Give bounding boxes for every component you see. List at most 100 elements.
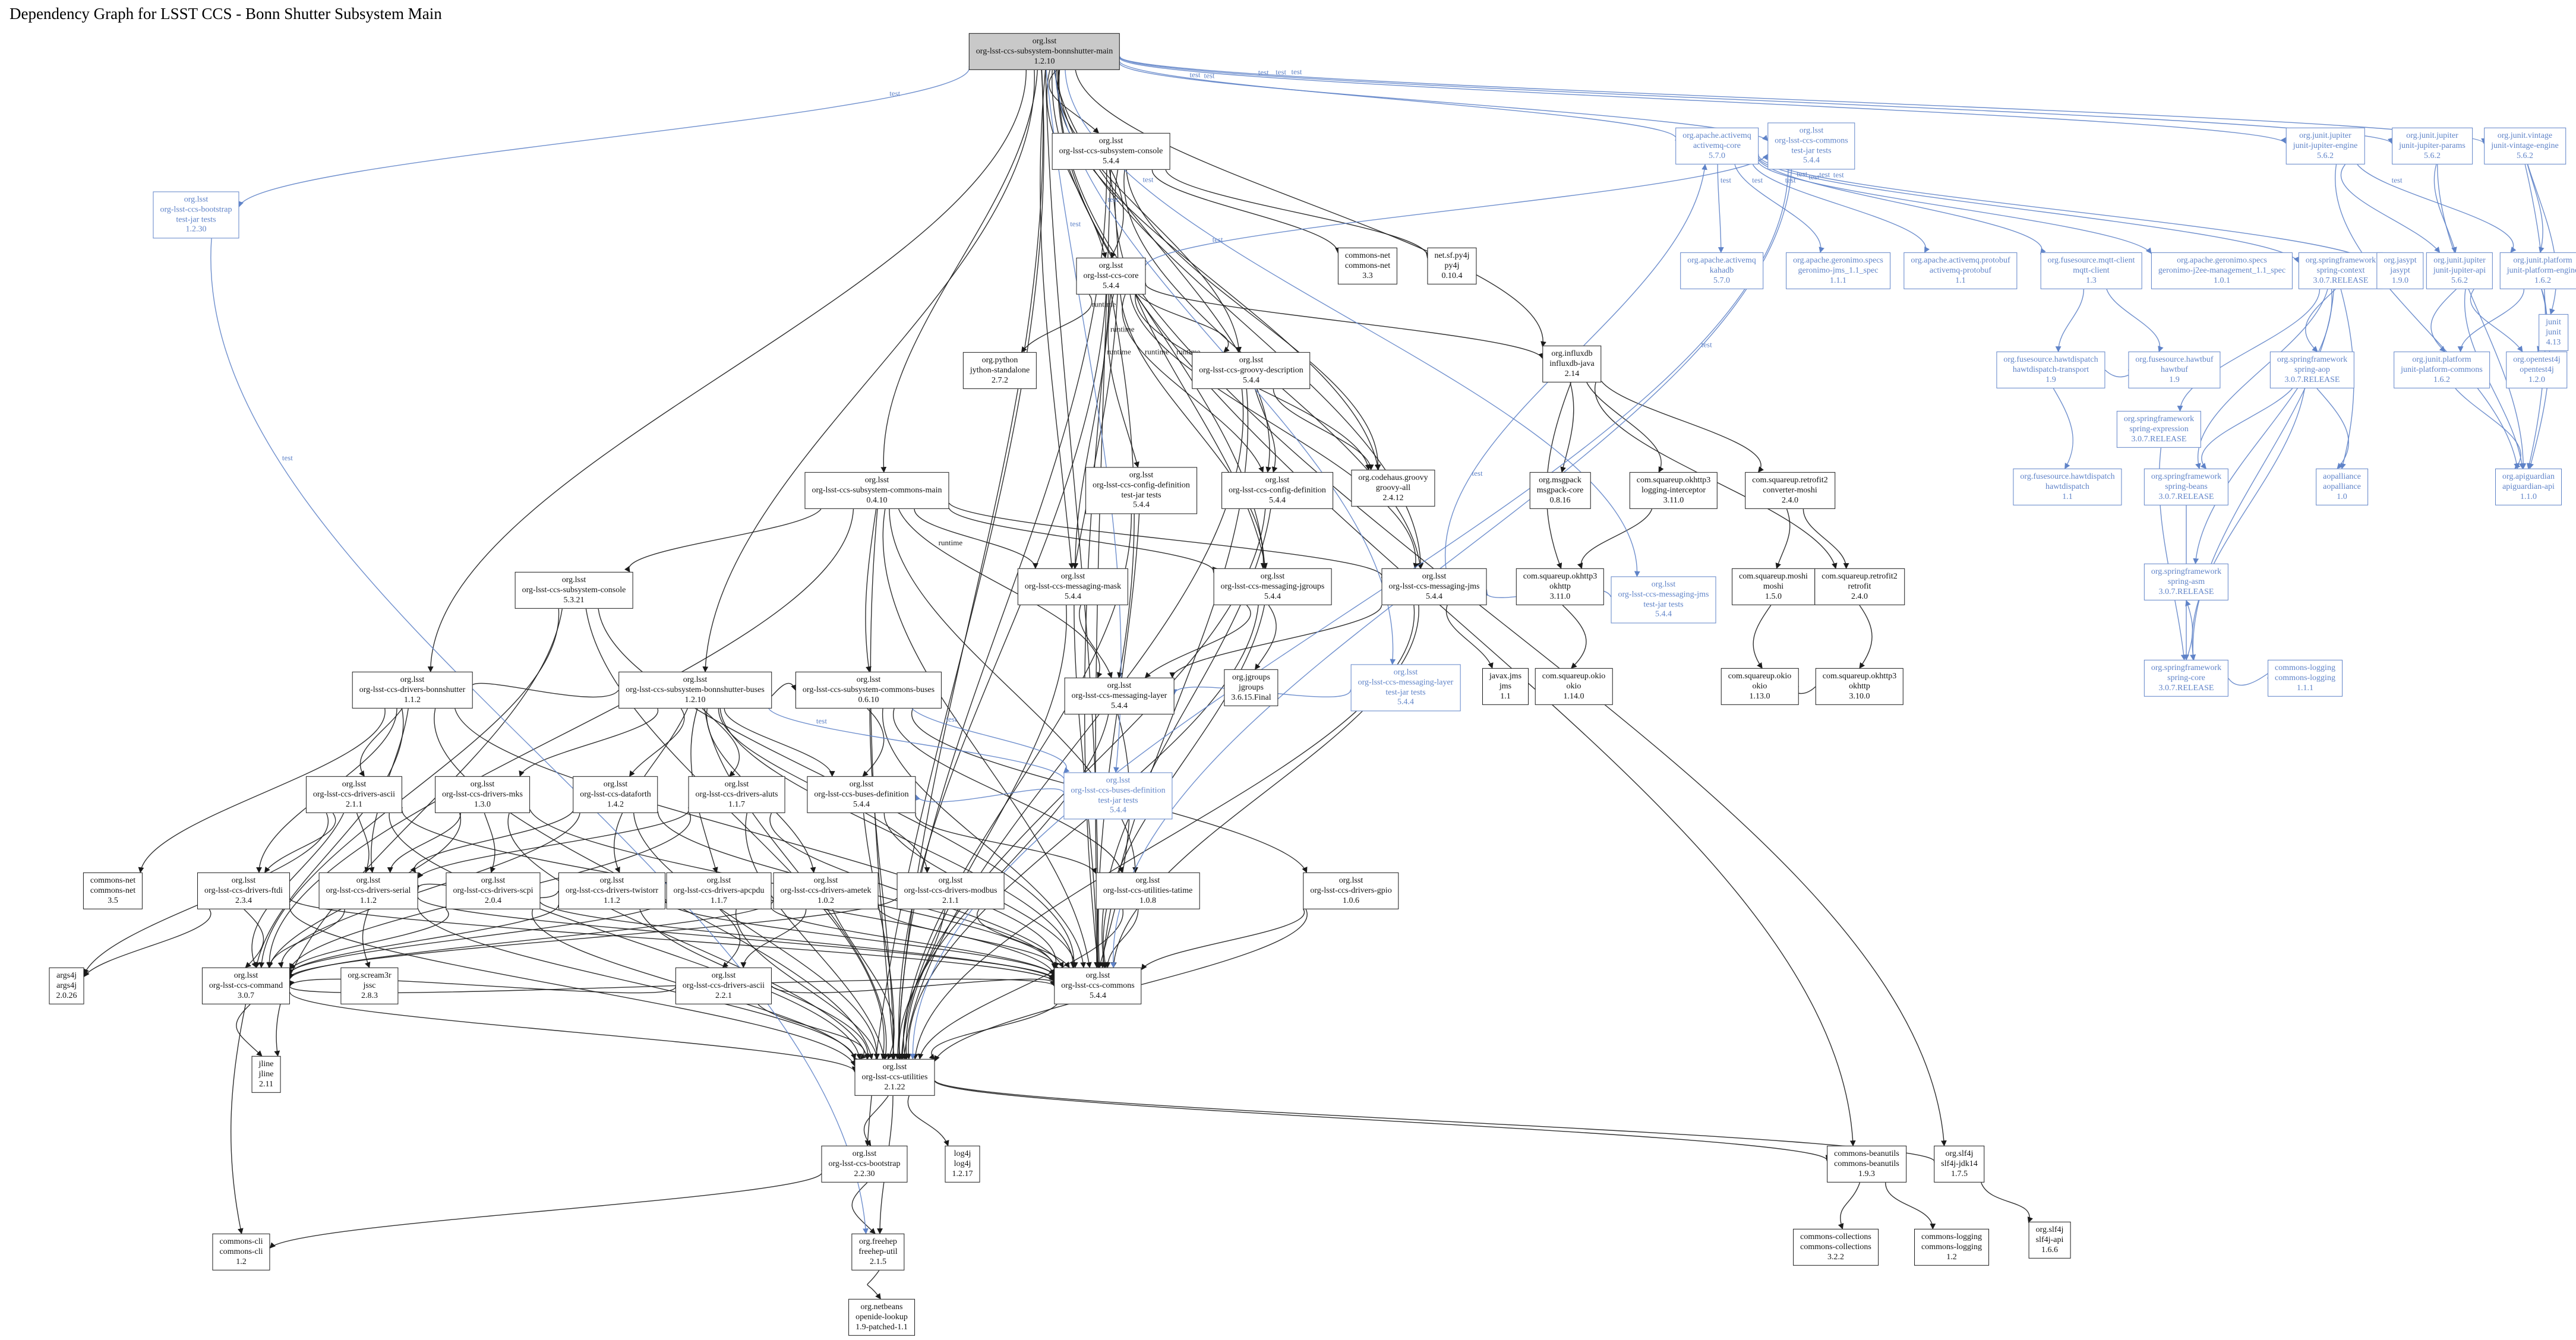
node-label-line: 5.4.4 <box>1397 697 1414 707</box>
edge-label-test: test <box>1070 219 1081 228</box>
edge-slf4j-jdk14-to-slf4j-api <box>1981 1182 2034 1224</box>
edge-drv-bonnshutter-to-commons <box>454 708 1060 968</box>
edge-subsys-console-544-to-groovy-all <box>1126 169 1381 470</box>
node-label-line: org-lsst-ccs-drivers-modbus <box>904 886 997 895</box>
node-label-line: 2.4.0 <box>1851 592 1868 601</box>
node-label-line: 3.0.7.RELEASE <box>2131 434 2187 444</box>
node-label-line: 1.3 <box>2086 276 2097 285</box>
edge-subsys-bonnbuses-to-drv-mks <box>519 708 658 777</box>
edge-subsys-commons-main-to-subsys-commons-buses <box>865 508 877 672</box>
edge-label-test: test <box>1701 340 1712 349</box>
edge-drv-apcpdu-to-commons <box>770 903 1055 976</box>
node-label-line: 5.7.0 <box>1713 276 1730 285</box>
edge-label-runtime: runtime <box>1145 347 1169 356</box>
edge-vintage-engine-to-junit4 <box>2527 164 2557 315</box>
node-label-line: slf4j-api <box>2035 1235 2064 1244</box>
edge-drv-bonnshutter-to-drv-ascii-211 <box>359 708 403 777</box>
node-label-line: org.lsst <box>1260 571 1285 581</box>
node-label-line: 1.0.1 <box>2213 276 2230 285</box>
node-label-line: spring-beans <box>2165 482 2208 491</box>
node-label-line: test-jar tests <box>1643 600 1684 609</box>
node-label-line: 5.4.4 <box>1064 592 1081 601</box>
edge-moshi-to-okio-113 <box>1753 605 1772 669</box>
node-label-line: org-lsst-ccs-messaging-layer <box>1358 678 1454 687</box>
node-label-line: org-lsst-ccs-subsystem-commons-buses <box>802 685 935 694</box>
edge-msg-jgroups-to-jgroups <box>1255 605 1277 670</box>
node-label-line: 3.0.7.RELEASE <box>2158 492 2214 501</box>
edge-buses-def-tests-to-buses-def <box>914 788 1065 802</box>
node-label-line: 1.2.30 <box>185 225 207 234</box>
node-label-line: jline <box>258 1069 274 1079</box>
node-label-line: commons-net <box>1344 251 1391 260</box>
node-label-line: 5.4.4 <box>1102 281 1119 290</box>
edge-spring-context-to-spring-aop <box>2305 289 2336 352</box>
node-label-line: org.codehaus.groovy <box>1358 473 1428 482</box>
node-label-line: 5.4.4 <box>1269 495 1286 505</box>
edge-label-test: test <box>1833 170 1844 179</box>
node-label-line: commons-collections <box>1800 1232 1871 1241</box>
node-label-line: commons-cli <box>219 1247 263 1256</box>
node-label-line: 5.4.4 <box>1110 701 1128 710</box>
edge-main-to-jupiter-engine <box>1119 56 2287 144</box>
edge-subsys-console-544-to-msg-jgroups <box>1115 169 1268 569</box>
node-label-line: 1.13.0 <box>1749 691 1770 701</box>
node-label-line: org-lsst-ccs-drivers-ascii <box>312 789 396 799</box>
edge-label-test: test <box>1291 67 1302 76</box>
edge-main-to-config-def <box>1053 69 1271 473</box>
edge-msg-jms-to-jms <box>1445 605 1494 669</box>
node-label-line: org-lsst-ccs-drivers-twistorr <box>565 886 659 895</box>
node-label-line: jython-standalone <box>970 365 1030 375</box>
node-label-line: com.squareup.okhttp3 <box>1636 475 1711 485</box>
node-label-line: org.lsst <box>1239 355 1264 365</box>
node-label-line: test-jar tests <box>1385 688 1426 697</box>
node-label-line: org.lsst <box>1032 36 1057 46</box>
edge-label-runtime: runtime <box>1107 347 1131 356</box>
node-label-line: 0.10.4 <box>1441 271 1463 280</box>
node-label-line: javax.jms <box>1489 671 1522 681</box>
node-label-line: junit-jupiter-api <box>2433 266 2486 275</box>
node-label-line: 1.6.2 <box>2433 375 2450 384</box>
edge-drv-ascii-211-to-drv-serial <box>356 813 370 873</box>
node-label-line: com.squareup.retrofit2 <box>1821 571 1898 581</box>
node-label-line: test-jar tests <box>1791 146 1832 155</box>
edge-main-to-commons <box>1045 69 1100 968</box>
node-label-line: commons-logging <box>2275 663 2335 672</box>
edge-ccs-core-to-msg-jms <box>1129 294 1419 569</box>
node-label-line: commons-beanutils <box>1834 1159 1899 1168</box>
node-label-line: org-lsst-ccs-utilities-tatime <box>1103 886 1193 895</box>
edge-drv-ascii-221-to-command <box>289 978 676 994</box>
node-label-line: 1.1 <box>1500 691 1511 701</box>
node-label-line: 1.5.0 <box>1765 592 1782 601</box>
node-label-line: 2.3.4 <box>235 896 252 905</box>
node-label-line: org-lsst-ccs-core <box>1083 271 1139 280</box>
edge-activemq-to-kahadb <box>1717 164 1724 253</box>
node-label-line: 3.2.2 <box>1827 1252 1844 1262</box>
edge-subsys-commons-buses-to-buses-def-tests <box>911 708 1070 773</box>
node-label-line: org-lsst-ccs-utilities <box>861 1072 928 1082</box>
node-label-line: 2.7.2 <box>992 375 1008 385</box>
edge-drv-modbus-to-command <box>284 897 898 981</box>
node-label-line: 1.1.1 <box>2296 683 2313 693</box>
node-label-line: org-lsst-ccs-config-definition <box>1093 481 1190 490</box>
edge-label-test: test <box>1721 175 1731 184</box>
node-label-line: freehep-util <box>858 1247 898 1256</box>
